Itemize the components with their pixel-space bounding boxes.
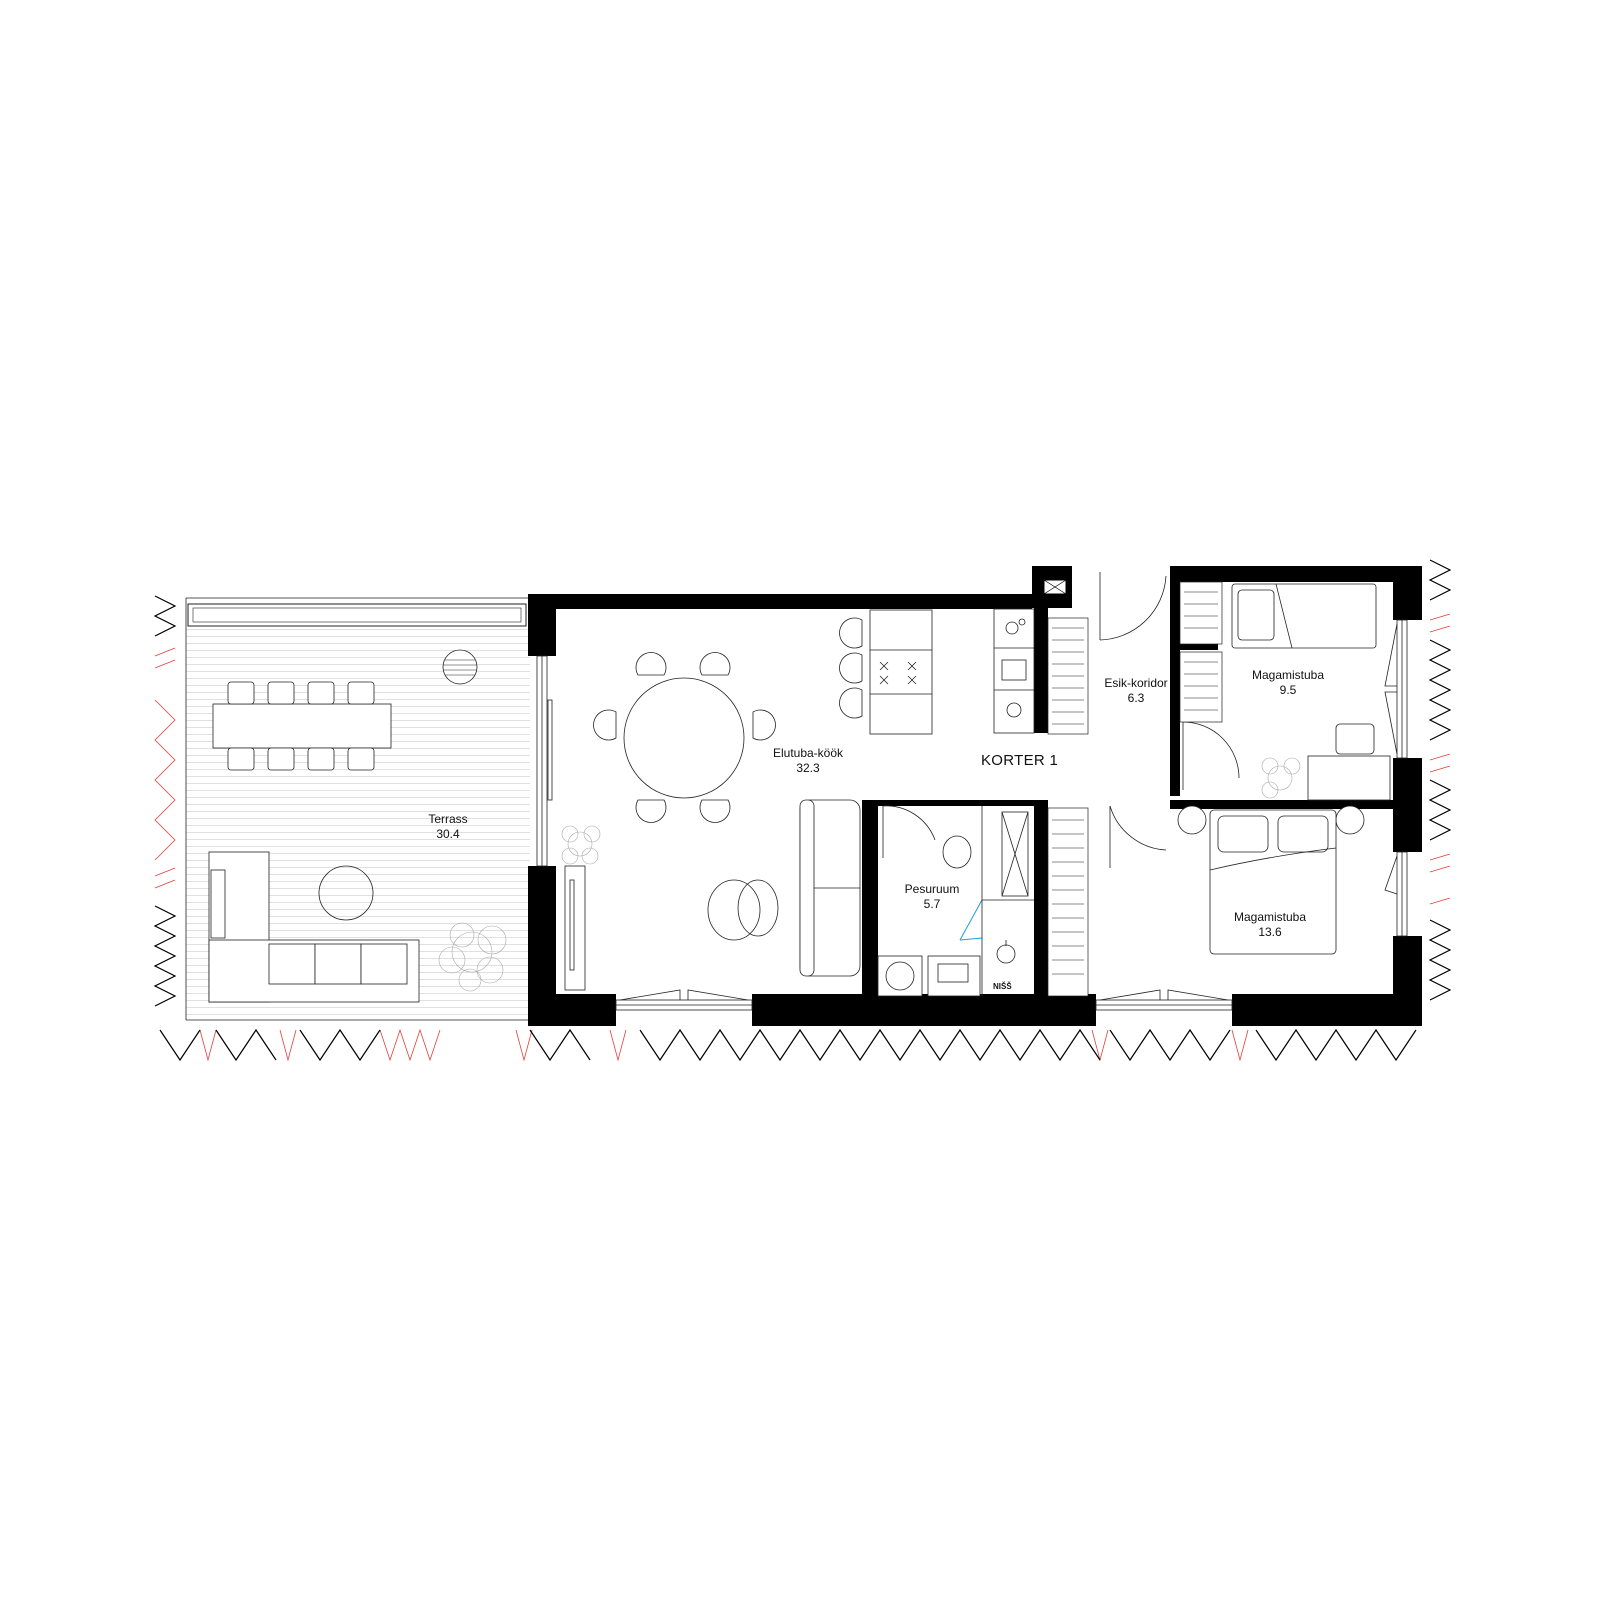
terrace-grill <box>442 649 478 685</box>
terrace-sofa <box>208 851 420 1003</box>
facade-zigzag <box>153 559 1452 1062</box>
kitchen-counter <box>993 608 1035 734</box>
room-label-magamistuba1: Magamistuba 9.5 <box>1218 668 1358 698</box>
room-name: Magamistuba <box>1251 668 1325 682</box>
room-label-pesuruum: Pesuruum 5.7 <box>862 882 1002 912</box>
dining-table <box>593 652 776 823</box>
facade-accents <box>154 613 1451 1062</box>
apartment-title: KORTER 1 <box>981 752 1059 769</box>
room-label-esik: Esik-koridor 6.3 <box>1066 676 1206 706</box>
room-label-magamistuba2: Magamistuba 13.6 <box>1200 910 1340 940</box>
room-name: Pesuruum <box>904 882 960 896</box>
niche-label: NIŠŠ <box>993 982 1012 991</box>
room-area: 6.3 <box>1127 691 1145 705</box>
bathroom-fixtures <box>877 806 1034 997</box>
living-tables <box>707 879 779 941</box>
kitchen-island <box>839 609 933 735</box>
room-area: 32.3 <box>796 761 820 775</box>
room-label-elutuba: Elutuba-köök 32.3 <box>738 746 878 776</box>
terrace-dining-table <box>212 681 392 771</box>
room-name: Elutuba-köök <box>772 746 844 760</box>
room-area: 9.5 <box>1279 683 1297 697</box>
terrace-plant <box>438 922 507 992</box>
room-area: 13.6 <box>1258 925 1282 939</box>
room-area: 30.4 <box>436 827 460 841</box>
bedroom1-plant <box>1261 757 1301 799</box>
room-label-terrass: Terrass 30.4 <box>378 812 518 842</box>
shower-door <box>959 899 983 941</box>
ventilation-shaft <box>1043 579 1067 595</box>
living-sofa <box>799 799 861 977</box>
doors <box>882 572 1240 868</box>
bedroom2-furniture <box>1177 805 1365 955</box>
room-name: Magamistuba <box>1233 910 1307 924</box>
room-area: 5.7 <box>923 897 941 911</box>
bedroom1-furniture <box>1231 583 1391 801</box>
terrace-coffee-table <box>318 865 374 921</box>
room-name: Terrass <box>428 812 468 826</box>
windows <box>536 619 1408 1011</box>
room-name: Esik-koridor <box>1104 676 1168 690</box>
living-plant <box>561 825 601 865</box>
wardrobes <box>1047 581 1223 997</box>
